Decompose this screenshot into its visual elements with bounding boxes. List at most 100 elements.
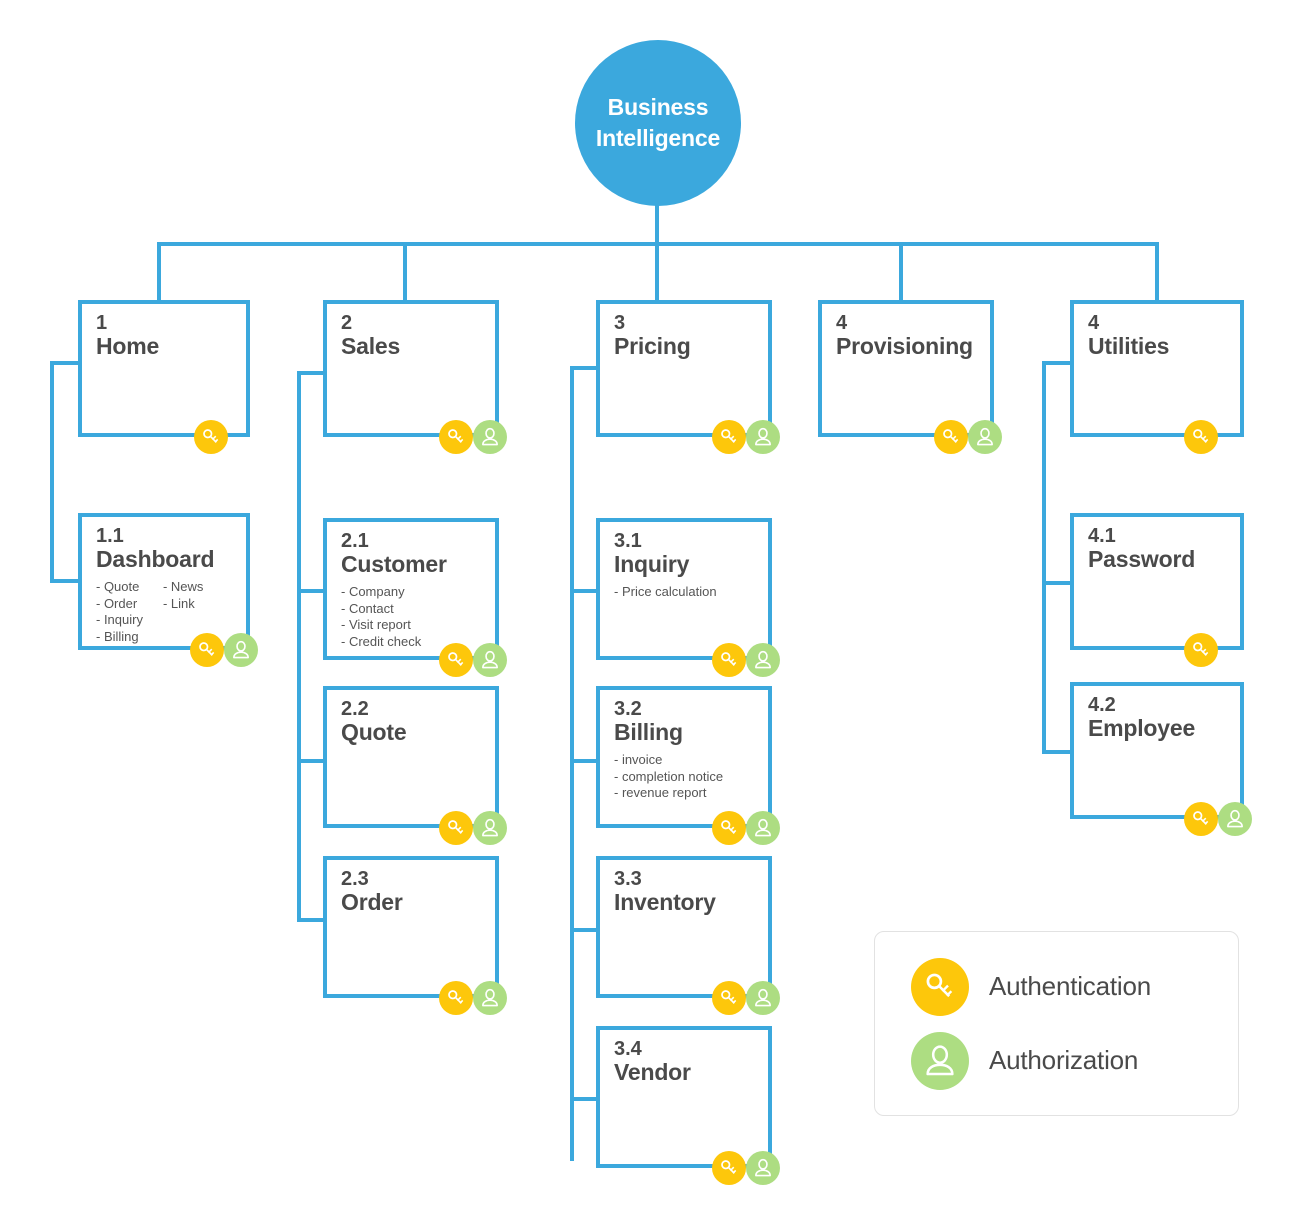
node-inquiry-number: 3.1 xyxy=(614,530,642,552)
key-icon[interactable] xyxy=(439,981,473,1015)
node-dashboard-number: 1.1 xyxy=(96,525,124,547)
key-icon[interactable] xyxy=(190,633,224,667)
node-quote[interactable]: 2.2 Quote xyxy=(323,686,507,845)
person-icon[interactable] xyxy=(473,420,507,454)
person-icon[interactable] xyxy=(473,981,507,1015)
node-pricing[interactable]: 3 Pricing xyxy=(596,300,780,454)
key-icon[interactable] xyxy=(712,811,746,845)
node-utilities-badges xyxy=(1184,420,1218,454)
node-password-name: Password xyxy=(1088,546,1196,572)
connector-pricing-stub-billing xyxy=(570,759,598,763)
node-sales[interactable]: 2 Sales xyxy=(323,300,507,454)
node-customer-bullet-col1: - Company - Contact - Visit report - Cre… xyxy=(341,584,421,650)
node-order-number: 2.3 xyxy=(341,868,369,890)
connector-home-spine xyxy=(50,361,54,583)
node-provisioning-name: Provisioning xyxy=(836,333,973,359)
person-icon[interactable] xyxy=(746,643,780,677)
node-vendor-number: 3.4 xyxy=(614,1038,642,1060)
connector-sales-stub-customer xyxy=(297,589,325,593)
key-icon[interactable] xyxy=(712,1151,746,1185)
key-icon[interactable] xyxy=(439,643,473,677)
node-quote-name: Quote xyxy=(341,719,407,745)
node-dashboard-badges xyxy=(190,633,258,667)
list-item: - Inquiry xyxy=(96,612,143,627)
list-item: - Contact xyxy=(341,600,394,616)
person-icon[interactable] xyxy=(473,643,507,677)
node-home-badges xyxy=(194,420,228,454)
connector-drop-utilities xyxy=(1155,242,1159,302)
connector-root-stem xyxy=(655,204,659,246)
node-order[interactable]: 2.3 Order xyxy=(323,856,507,1015)
node-inquiry[interactable]: 3.1 Inquiry - Price calculation xyxy=(596,518,780,677)
node-utilities[interactable]: 4 Utilities xyxy=(1070,300,1244,454)
legend-item-authentication: Authentication xyxy=(911,957,1238,1016)
connector-drop-home xyxy=(157,242,161,302)
list-item: - News xyxy=(162,579,204,594)
root-node-business-intelligence[interactable]: Business Intelligence xyxy=(575,40,741,206)
node-home[interactable]: 1 Home xyxy=(78,300,250,454)
node-order-name: Order xyxy=(341,889,403,915)
node-vendor[interactable]: 3.4 Vendor xyxy=(596,1026,780,1185)
person-icon[interactable] xyxy=(473,811,507,845)
node-inventory-number: 3.3 xyxy=(614,868,642,890)
connector-sales-stub-parent xyxy=(297,371,325,375)
key-icon[interactable] xyxy=(712,981,746,1015)
node-pricing-name: Pricing xyxy=(614,333,691,359)
connector-pricing-stub-inventory xyxy=(570,928,598,932)
node-vendor-name: Vendor xyxy=(614,1059,691,1085)
person-icon xyxy=(911,1031,969,1090)
node-password-number: 4.1 xyxy=(1088,525,1116,547)
list-item: - completion notice xyxy=(614,768,724,784)
node-inquiry-badges xyxy=(712,643,780,677)
node-provisioning-badges xyxy=(934,420,1002,454)
node-inventory[interactable]: 3.3 Inventory xyxy=(596,856,780,1015)
node-dashboard[interactable]: 1.1 Dashboard - Quote - Order - Inquiry … xyxy=(78,513,258,667)
node-provisioning[interactable]: 4 Provisioning xyxy=(818,300,1002,454)
list-item: - Link xyxy=(162,595,195,611)
legend: Authentication Authorization xyxy=(874,931,1239,1116)
key-icon[interactable] xyxy=(194,420,228,454)
key-icon[interactable] xyxy=(934,420,968,454)
list-item: - Price calculation xyxy=(614,584,717,599)
node-vendor-badges xyxy=(712,1151,780,1185)
node-customer-number: 2.1 xyxy=(341,530,369,552)
connector-pricing-spine xyxy=(570,366,574,1161)
connector-drop-sales xyxy=(403,242,407,302)
key-icon[interactable] xyxy=(1184,420,1218,454)
node-employee-name: Employee xyxy=(1088,715,1196,741)
node-customer[interactable]: 2.1 Customer - Company - Contact - Visit… xyxy=(323,518,507,677)
key-icon[interactable] xyxy=(439,811,473,845)
root-node-label: Business Intelligence xyxy=(596,92,720,154)
person-icon[interactable] xyxy=(746,811,780,845)
node-inventory-name: Inventory xyxy=(614,889,716,915)
node-billing-name: Billing xyxy=(614,719,683,745)
node-dashboard-bullet-col1: - Quote - Order - Inquiry - Billing xyxy=(96,579,143,645)
person-icon[interactable] xyxy=(746,1151,780,1185)
key-icon[interactable] xyxy=(712,420,746,454)
connector-pricing-stub-inquiry xyxy=(570,589,598,593)
key-icon[interactable] xyxy=(1184,802,1218,836)
person-icon[interactable] xyxy=(746,981,780,1015)
list-item: - Order xyxy=(96,595,138,611)
node-pricing-badges xyxy=(712,420,780,454)
node-billing-bullets: - invoice - completion notice - revenue … xyxy=(614,752,762,802)
key-icon[interactable] xyxy=(712,643,746,677)
person-icon[interactable] xyxy=(746,420,780,454)
list-item: - Billing xyxy=(96,628,139,644)
node-password[interactable]: 4.1 Password xyxy=(1070,513,1244,667)
node-provisioning-number: 4 xyxy=(836,312,848,334)
person-icon[interactable] xyxy=(968,420,1002,454)
person-icon[interactable] xyxy=(1218,802,1252,836)
node-dashboard-bullets: - Quote - Order - Inquiry - Billing - Ne… xyxy=(96,579,240,645)
person-icon[interactable] xyxy=(224,633,258,667)
key-icon xyxy=(911,957,969,1016)
key-icon[interactable] xyxy=(1184,633,1218,667)
key-icon[interactable] xyxy=(439,420,473,454)
connector-utilities-stub-parent xyxy=(1042,361,1072,365)
list-item: - invoice xyxy=(614,752,663,767)
legend-label-authentication: Authentication xyxy=(989,971,1151,1001)
node-billing[interactable]: 3.2 Billing - invoice - completion notic… xyxy=(596,686,780,845)
node-sales-badges xyxy=(439,420,507,454)
connector-utilities-spine xyxy=(1042,361,1046,754)
node-employee[interactable]: 4.2 Employee xyxy=(1070,682,1252,836)
